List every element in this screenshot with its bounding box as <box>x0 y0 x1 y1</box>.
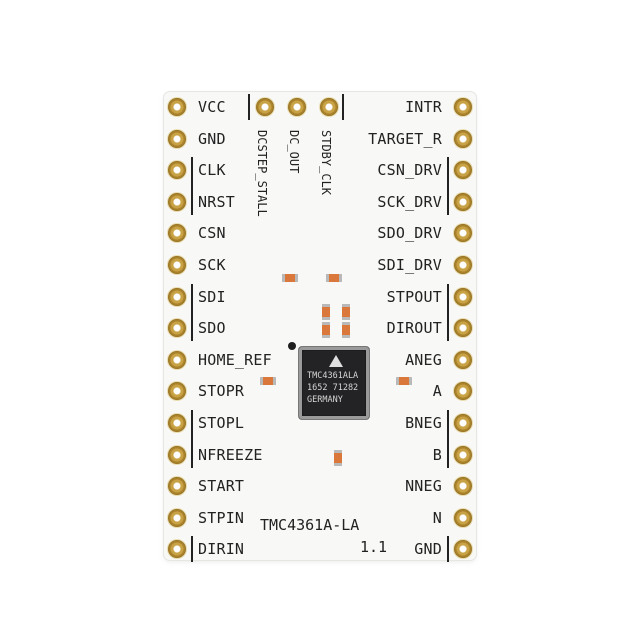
smd-resistor-top-right <box>326 274 342 282</box>
left-pad-13 <box>168 477 186 496</box>
top-pad-3 <box>320 98 338 116</box>
chip-marking-line2: 1652 71282 <box>307 383 359 393</box>
left-pin-label: NFREEZE <box>198 445 263 464</box>
right-pin-label: DIROUT <box>386 319 442 338</box>
left-pad-10 <box>168 382 186 401</box>
smd-resistor-right <box>396 377 412 385</box>
right-pin-label: TARGET_R <box>368 129 442 148</box>
left-pin-label: STOPR <box>198 382 245 401</box>
top-silk-left <box>248 94 250 120</box>
board-model: TMC4361A-LA <box>260 516 360 534</box>
left-pin-label: START <box>198 477 245 496</box>
right-silk-bracket <box>447 536 449 563</box>
left-pin-label: CLK <box>198 161 226 180</box>
left-pin-label: NRST <box>198 192 235 211</box>
left-pad-15 <box>168 540 186 559</box>
smd-cap-1 <box>322 304 330 320</box>
right-pad-14 <box>454 508 472 527</box>
left-pad-1 <box>168 98 186 116</box>
left-pin-label: SDO <box>198 319 226 338</box>
left-pad-2 <box>168 129 186 148</box>
left-pin-label: HOME_REF <box>198 350 272 369</box>
left-pin-label: SCK <box>198 256 226 274</box>
left-pad-12 <box>168 445 186 464</box>
left-silk-bracket <box>191 536 193 563</box>
left-pin-label: STPIN <box>198 508 245 527</box>
right-pad-3 <box>454 161 472 180</box>
trinamic-logo-icon <box>329 355 343 367</box>
right-pin-label: STPOUT <box>386 287 442 306</box>
right-pin-label: INTR <box>405 98 442 116</box>
right-pin-label: ANEG <box>405 350 442 369</box>
right-pin-label: NNEG <box>405 477 442 496</box>
left-pad-4 <box>168 192 186 211</box>
left-pin-label: GND <box>198 129 226 148</box>
right-silk-bracket <box>447 410 449 468</box>
top-pad-2 <box>288 98 306 116</box>
smd-cap-bottom <box>334 450 342 466</box>
left-pin-label: STOPL <box>198 414 245 432</box>
right-pad-12 <box>454 445 472 464</box>
right-pad-13 <box>454 477 472 496</box>
smd-resistor-left <box>260 377 276 385</box>
smd-cap-4 <box>342 322 350 338</box>
smd-cap-2 <box>342 304 350 320</box>
top-label-dcstep-stall: DCSTEP_STALL <box>255 130 269 217</box>
left-pad-11 <box>168 414 186 432</box>
right-pin-label: CSN_DRV <box>377 161 442 180</box>
chip-marking-line3: GERMANY <box>307 395 343 405</box>
left-pin-label: SDI <box>198 287 226 306</box>
left-pad-9 <box>168 350 186 369</box>
top-label-stdby-clk: STDBY_CLK <box>319 130 333 196</box>
left-pad-6 <box>168 256 186 274</box>
board-revision: 1.1 <box>360 538 388 556</box>
right-pad-6 <box>454 256 472 274</box>
right-pad-8 <box>454 319 472 338</box>
right-pad-5 <box>454 224 472 243</box>
right-pad-4 <box>454 192 472 211</box>
tmc4361a-chip: TMC4361ALA 1652 71282 GERMANY <box>299 347 369 419</box>
right-pin-label: SDO_DRV <box>377 224 442 243</box>
right-pin-label: N <box>432 508 442 527</box>
top-label-dc-out: DC_OUT <box>287 130 301 174</box>
smd-resistor-top-left <box>282 274 298 282</box>
right-pin-label: A <box>432 382 442 401</box>
left-pin-label: DIRIN <box>198 540 245 559</box>
right-pad-15 <box>454 540 472 559</box>
pin1-marker <box>288 342 296 350</box>
top-pad-1 <box>256 98 274 116</box>
right-silk-bracket <box>447 157 449 215</box>
chip-marking-line1: TMC4361ALA <box>307 371 359 381</box>
top-silk-right <box>342 94 344 120</box>
right-pad-2 <box>454 129 472 148</box>
left-pad-14 <box>168 508 186 527</box>
left-silk-bracket <box>191 283 193 342</box>
right-pad-9 <box>454 350 472 369</box>
right-silk-bracket <box>447 283 449 342</box>
right-pad-1 <box>454 98 472 116</box>
left-pin-label: VCC <box>198 98 226 116</box>
left-pad-5 <box>168 224 186 243</box>
right-pin-label: BNEG <box>405 414 442 432</box>
smd-cap-3 <box>322 322 330 338</box>
left-silk-bracket <box>191 157 193 215</box>
right-pad-10 <box>454 382 472 401</box>
left-pin-label: CSN <box>198 224 226 243</box>
right-pad-7 <box>454 287 472 306</box>
left-pad-7 <box>168 287 186 306</box>
breakout-board: DCSTEP_STALL DC_OUT STDBY_CLK TMC4361ALA… <box>164 92 476 563</box>
right-pin-label: GND <box>414 540 442 559</box>
right-pin-label: B <box>432 445 442 464</box>
right-pin-label: SDI_DRV <box>377 256 442 274</box>
right-pin-label: SCK_DRV <box>377 192 442 211</box>
left-pad-8 <box>168 319 186 338</box>
left-pad-3 <box>168 161 186 180</box>
right-pad-11 <box>454 414 472 432</box>
left-silk-bracket <box>191 410 193 468</box>
